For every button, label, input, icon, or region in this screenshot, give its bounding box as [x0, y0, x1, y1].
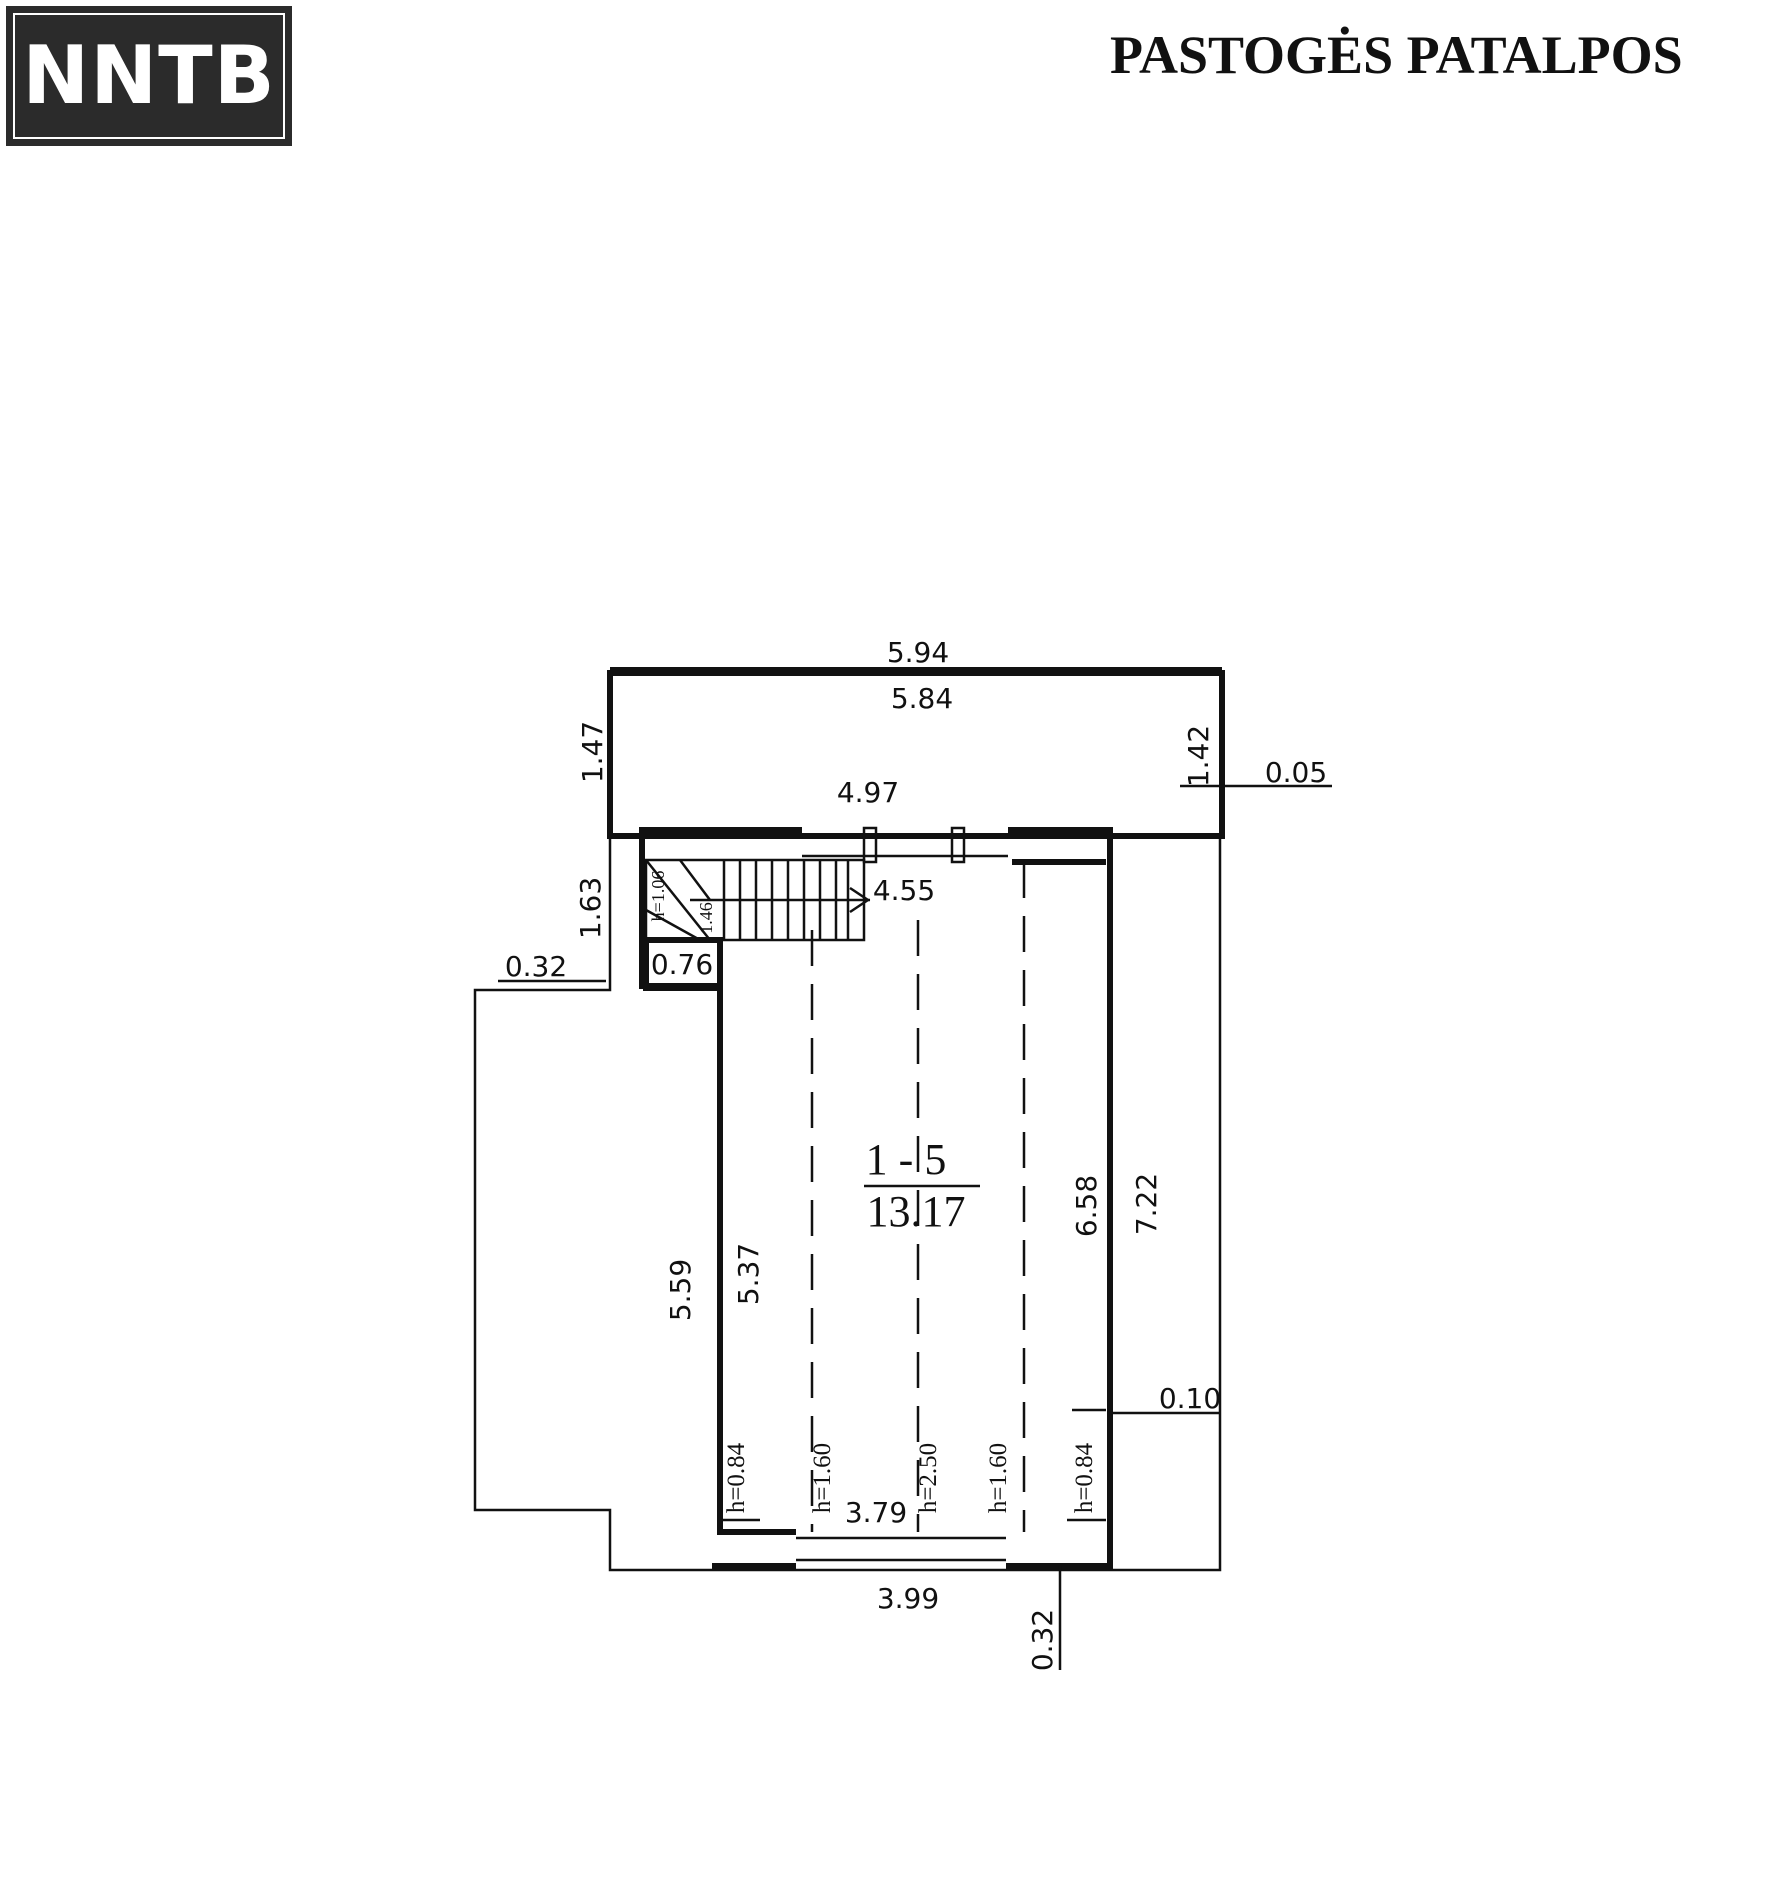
room-wall-right	[1006, 827, 1113, 1569]
dim-right-offset: 0.10	[1159, 1382, 1221, 1415]
logo-text: NNTB	[6, 6, 292, 146]
dim-left-mid: 1.63	[574, 877, 607, 939]
height-label-2: h=1.60	[809, 1443, 836, 1513]
plan-title: PASTOGĖS PATALPOS	[1110, 25, 1683, 85]
dim-right-top-inner: 1.42	[1182, 725, 1215, 787]
dim-stair-small: 1.46	[696, 902, 716, 934]
dim-opening-top: 4.97	[837, 776, 899, 809]
logo: NNTB	[0, 0, 296, 146]
stair-winder	[645, 859, 711, 941]
dim-stair-bottom: 0.76	[651, 948, 713, 981]
dim-left-inner: 5.37	[732, 1243, 765, 1305]
opening-post-1	[862, 826, 878, 864]
dim-right-top-offset: 0.05	[1265, 756, 1327, 789]
dim-stair-h: h=1.06	[648, 871, 668, 922]
dim-right-inner: 6.58	[1070, 1175, 1103, 1237]
dim-bottom-outer: 3.99	[877, 1582, 939, 1615]
height-label-5: h=0.84	[1071, 1442, 1098, 1513]
dim-bottom-offset: 0.32	[1026, 1609, 1059, 1671]
stair-arrow-head	[849, 886, 871, 914]
dim-bottom-inner: 3.79	[845, 1496, 907, 1529]
height-label-4: h=1.60	[985, 1443, 1012, 1513]
opening-post-2	[950, 826, 966, 864]
dim-left-offset: 0.32	[505, 950, 567, 983]
stair-winder	[679, 859, 711, 901]
dim-stair-width: 4.55	[873, 874, 935, 907]
staircase	[643, 858, 871, 991]
dim-top-outer: 5.94	[887, 636, 949, 669]
dim-right-outer: 7.22	[1130, 1173, 1163, 1235]
stair-winder	[645, 908, 701, 942]
outer-contour	[473, 834, 1222, 1572]
dim-left-outer: 5.59	[664, 1259, 697, 1321]
height-label-3: h=2.50	[915, 1443, 942, 1513]
room-area: 13.17	[867, 1187, 966, 1236]
dim-left-top-height: 1.47	[576, 721, 609, 783]
stair-landing-wall	[643, 937, 723, 991]
room-number: 1 - 5	[866, 1135, 947, 1184]
height-label-1: h=0.84	[723, 1442, 750, 1513]
room-wall-left	[639, 827, 802, 1535]
dim-top-inner: 5.84	[891, 682, 953, 715]
